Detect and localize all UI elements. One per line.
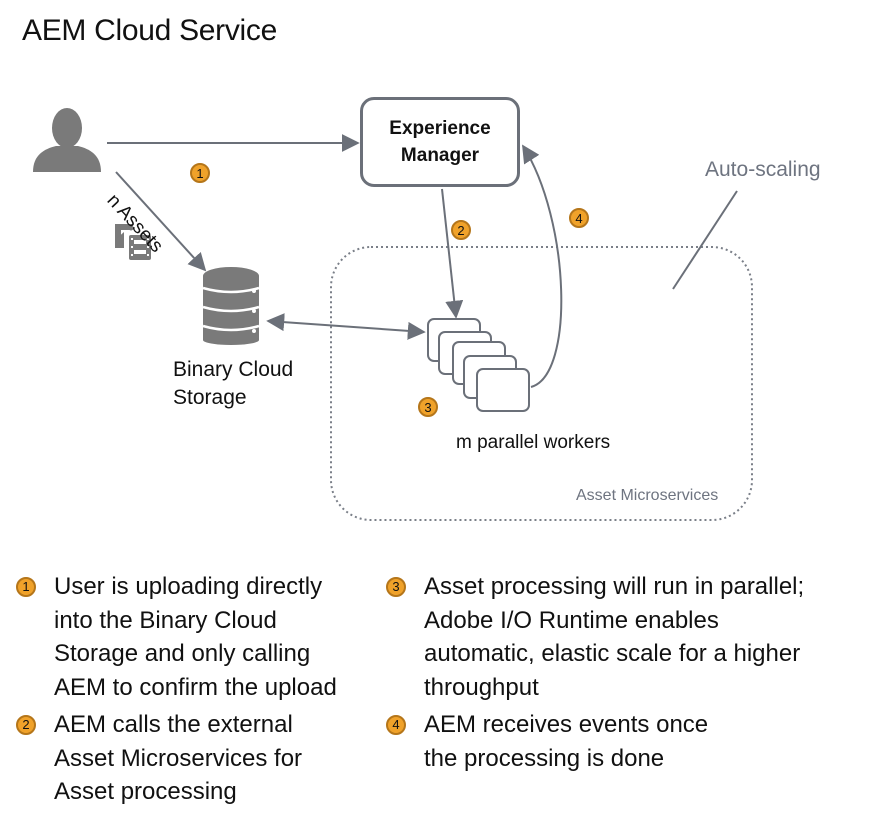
auto-scaling-pointer [672, 190, 738, 290]
step-badge-2: 2 [451, 220, 471, 240]
database-icon [202, 267, 260, 345]
storage-workers-arrow [266, 313, 426, 340]
binary-storage-line1: Binary Cloud [173, 358, 294, 381]
workers-label: m parallel workers [456, 432, 611, 453]
asset-microservices-label: Asset Microservices [576, 487, 719, 504]
experience-manager-node: Experience Manager [360, 97, 520, 187]
auto-scaling-label: Auto-scaling [705, 158, 821, 181]
asset-microservices-region [330, 246, 753, 521]
binary-storage-label: Binary Cloud Storage [173, 356, 293, 412]
user-to-storage-arrow [115, 171, 207, 272]
aem-to-workers-arrow [441, 188, 464, 319]
experience-manager-line2: Manager [400, 145, 480, 166]
binary-storage-line2: Storage [173, 386, 247, 409]
workers-to-aem-arrow [522, 144, 563, 388]
step-badge-3: 3 [418, 397, 438, 417]
parallel-workers-stack [427, 318, 530, 412]
user-icon [33, 108, 101, 172]
page-title: AEM Cloud Service [22, 14, 277, 47]
step-badge-1: 1 [190, 163, 210, 183]
step-badge-4: 4 [569, 208, 589, 228]
worker-card [476, 368, 530, 412]
image-video-icon [115, 224, 151, 260]
experience-manager-line1: Experience [389, 118, 491, 139]
